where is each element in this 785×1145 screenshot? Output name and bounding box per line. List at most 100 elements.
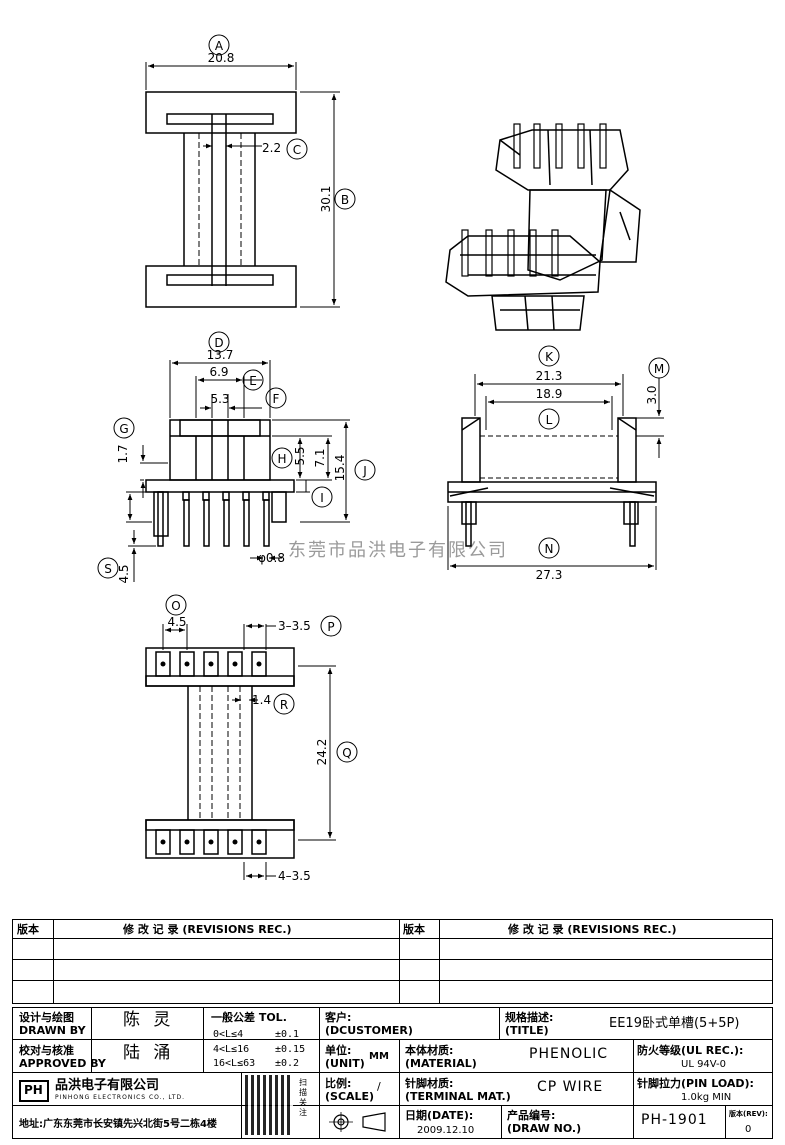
dim-side-width: 21.3 (536, 369, 563, 383)
dim-side-inner: 18.9 (536, 387, 563, 401)
dim-top-slot: 2.2 (262, 141, 281, 155)
designer-label-en: DRAWN BY (19, 1024, 86, 1037)
bottom-view-dimensions (162, 594, 358, 880)
rev-label: 版本(REV): (729, 1110, 768, 1118)
tol-row2-val: ±0.15 (275, 1044, 306, 1055)
material-label-cn: 本体材质: (405, 1044, 454, 1057)
label-N: N (545, 542, 554, 556)
title-label-cn: 规格描述: (505, 1011, 554, 1024)
tol-row3-range: 16<L≤63 (213, 1058, 256, 1069)
approver-label-en: APPROVED BY (19, 1057, 106, 1070)
label-K: K (545, 350, 554, 364)
drawno-value: PH-1901 (641, 1112, 708, 1128)
dim-bottom-r: 1.4 (252, 693, 271, 707)
label-R: R (280, 698, 288, 712)
scale-label-en: (SCALE) (325, 1090, 375, 1103)
company-name-en: PINHONG ELECTRONICS CO., LTD. (55, 1094, 186, 1101)
company-name-cn: 品洪电子有限公司 (55, 1078, 160, 1093)
date-value: 2009.12.10 (417, 1125, 475, 1136)
label-D: D (214, 336, 223, 350)
designer-label-cn: 设计与绘图 (19, 1011, 74, 1024)
label-P: P (327, 620, 334, 634)
dim-side-height: 3.0 (645, 385, 659, 404)
dim-bottom-s: 4–3.5 (278, 869, 311, 883)
title-label-en: (TITLE) (505, 1024, 549, 1037)
label-I: I (320, 491, 324, 505)
label-Q: Q (342, 746, 351, 760)
dim-pin-len: 4.5 (117, 564, 131, 583)
top-view (145, 91, 297, 308)
projection-icon (329, 1112, 386, 1132)
projection-symbol (327, 1111, 391, 1133)
dim-bottom-q: 24.2 (315, 739, 329, 766)
designer-name: 陈 灵 (123, 1010, 175, 1030)
approver-label-cn: 校对与核准 (19, 1044, 74, 1057)
dim-front-i: 7.1 (313, 448, 327, 467)
label-H: H (277, 452, 286, 466)
terminal-label-cn: 针脚材质: (405, 1077, 454, 1090)
drawno-label-cn: 产品编号: (507, 1109, 556, 1122)
label-O: O (171, 599, 180, 613)
label-M: M (654, 362, 664, 376)
bottom-view-pins (160, 661, 262, 845)
tol-row2-range: 4<L≤16 (213, 1044, 250, 1055)
material-label-en: (MATERIAL) (405, 1057, 477, 1070)
terminal-value: CP WIRE (537, 1079, 604, 1095)
label-A: A (215, 39, 224, 53)
dim-front-j: 15.4 (333, 455, 347, 482)
company-logo: PH (19, 1080, 49, 1102)
side-view-dimensions (447, 345, 670, 570)
isometric-view (445, 129, 641, 331)
label-L: L (546, 413, 553, 427)
label-F: F (273, 392, 280, 406)
material-value: PHENOLIC (529, 1046, 609, 1062)
pinload-label: 针脚拉力(PIN LOAD): (637, 1077, 754, 1090)
unit-value: MM (369, 1051, 389, 1062)
tolerance-label: 一般公差 TOL. (211, 1011, 287, 1024)
tol-row3-val: ±0.2 (275, 1058, 300, 1069)
unit-label-cn: 单位: (325, 1044, 352, 1057)
watermark: 东莞市品洪电子有限公司 (288, 540, 508, 561)
dim-front-h: 5.5 (293, 446, 307, 465)
label-G: G (119, 422, 128, 436)
pinload-value: 1.0kg MIN (681, 1092, 732, 1103)
ul-label: 防火等级(UL REC.): (637, 1044, 744, 1057)
customer-label-en: (DCUSTOMER) (325, 1024, 413, 1037)
customer-label-cn: 客户: (325, 1011, 352, 1024)
side-view (447, 417, 657, 547)
tol-row1-val: ±0.1 (275, 1029, 300, 1040)
ul-value: UL 94V-0 (681, 1059, 727, 1070)
scale-label-cn: 比例: (325, 1077, 352, 1090)
label-B: B (341, 193, 349, 207)
rev-header-left: 修 改 记 录 (REVISIONS REC.) (123, 923, 292, 936)
tol-row1-range: 0<L≤4 (213, 1029, 244, 1040)
approver-name: 陆 涌 (123, 1043, 175, 1063)
dim-top-width: 20.8 (208, 51, 235, 65)
address: 地址:广东东莞市长安镇先兴北街5号二栋4楼 (19, 1119, 217, 1130)
revisions-table: 版本 修 改 记 录 (REVISIONS REC.) 版本 修 改 记 录 (… (12, 919, 773, 1004)
dim-top-height: 30.1 (319, 186, 333, 213)
rev-version-header-right: 版本 (403, 923, 425, 936)
terminal-label-en: (TERMINAL MAT.) (405, 1090, 511, 1103)
rev-version-header-left: 版本 (17, 923, 39, 936)
label-E: E (249, 374, 257, 388)
unit-label-en: (UNIT) (325, 1057, 365, 1070)
dim-front-inner: 6.9 (209, 365, 228, 379)
dim-front-g: 1.7 (116, 444, 130, 463)
company-logo-text: PH (24, 1083, 43, 1097)
dim-pin-dia: φ0.8 (258, 551, 285, 565)
date-label: 日期(DATE): (405, 1109, 474, 1122)
qr-code (245, 1075, 293, 1135)
rev-value: 0 (745, 1124, 752, 1135)
scale-value: / (377, 1080, 381, 1093)
rev-header-right: 修 改 记 录 (REVISIONS REC.) (508, 923, 677, 936)
dim-bottom-pitch: 4.5 (167, 615, 186, 629)
technical-drawing: A 20.8 2.2 C 30.1 B (97, 34, 670, 883)
front-view-pins (157, 491, 270, 547)
front-view-dimensions (97, 331, 376, 582)
title-value: EE19卧式单槽(5+5P) (609, 1016, 740, 1031)
dim-side-base: 27.3 (536, 568, 563, 582)
dim-front-core: 5.3 (210, 392, 229, 406)
label-S: S (104, 562, 112, 576)
dim-bottom-p: 3–3.5 (278, 619, 311, 633)
